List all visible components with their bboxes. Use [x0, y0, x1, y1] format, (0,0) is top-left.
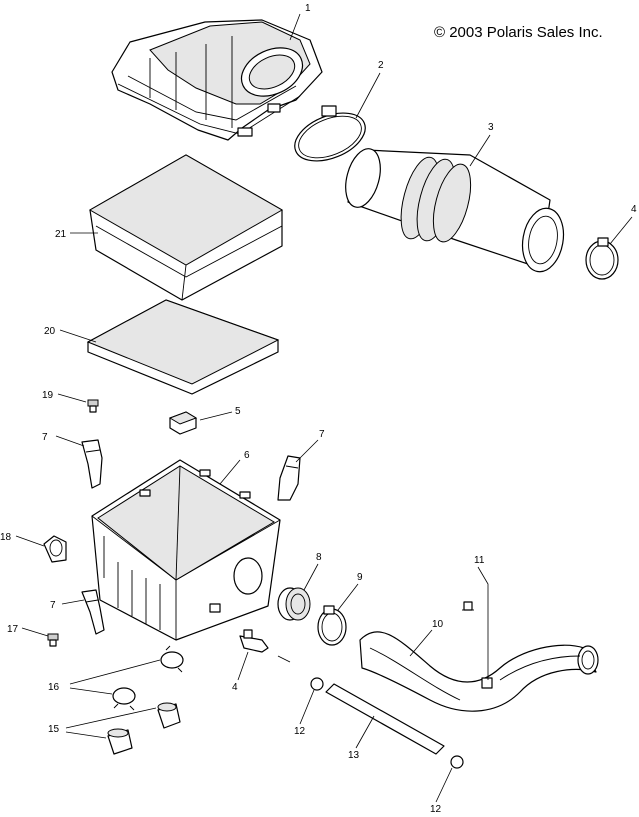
- part-4-drain-fitting: [239, 629, 291, 663]
- leader-6: [219, 459, 241, 485]
- callout-12a: 12: [294, 726, 306, 737]
- callout-13: 13: [348, 750, 360, 761]
- leader-1: [289, 13, 301, 41]
- callout-19: 19: [42, 390, 54, 401]
- part-6-airbox-housing: [91, 459, 281, 641]
- leader-16: [69, 659, 161, 695]
- part-17-screw: [47, 633, 59, 647]
- part-12-clamp-lower: [450, 755, 464, 769]
- leader-12b: [435, 767, 453, 803]
- callout-2: 2: [378, 60, 384, 71]
- part-7-clip-upper-left: [81, 439, 103, 489]
- callout-20: 20: [44, 326, 56, 337]
- callout-11: 11: [474, 555, 485, 566]
- part-11-screw: [462, 601, 474, 611]
- callout-4a: 4: [631, 204, 637, 215]
- part-8-grommet: [277, 587, 311, 621]
- callout-7a: 7: [42, 432, 48, 443]
- part-1-airbox-cover: [111, 19, 323, 141]
- leader-18: [15, 535, 45, 547]
- callout-21: 21: [55, 229, 67, 240]
- leader-7b: [295, 439, 319, 463]
- callout-7b: 7: [319, 429, 325, 440]
- leader-12a: [299, 689, 315, 725]
- part-7-clip-lower: [81, 589, 105, 635]
- part-10-intake-tube: [359, 631, 599, 712]
- part-2-clamp: [294, 105, 366, 162]
- leader-7a: [55, 435, 85, 447]
- callout-16: 16: [48, 682, 60, 693]
- callout-3: 3: [488, 122, 494, 133]
- part-21-air-filter: [88, 154, 284, 301]
- leader-8: [303, 563, 319, 591]
- leader-11: [477, 566, 489, 680]
- part-18-clip: [43, 535, 67, 563]
- part-7-clip-upper-right: [277, 455, 301, 501]
- callout-17: 17: [7, 624, 19, 635]
- leader-7c: [61, 599, 85, 605]
- part-3-intake-boot: [345, 148, 565, 273]
- leader-10: [409, 629, 433, 657]
- leader-4b: [237, 651, 249, 681]
- callout-12b: 12: [430, 804, 442, 812]
- part-19-screw: [87, 399, 99, 413]
- part-15-cap-upper: [157, 702, 181, 729]
- leader-9: [337, 583, 359, 611]
- leader-13: [355, 715, 375, 749]
- callout-8: 8: [316, 552, 322, 563]
- leader-3: [469, 134, 491, 167]
- callout-1: 1: [305, 3, 311, 14]
- leader-20: [59, 329, 97, 343]
- leader-2: [355, 72, 381, 119]
- leader-19: [57, 393, 87, 403]
- part-9-clamp: [317, 605, 347, 646]
- callout-7c: 7: [50, 600, 56, 611]
- callout-5a: 5: [235, 406, 241, 417]
- callout-10: 10: [432, 619, 444, 630]
- callout-18: 18: [0, 532, 12, 543]
- part-13-drain-hose: [325, 683, 445, 755]
- part-12-clamp-upper: [310, 677, 324, 691]
- leader-15: [65, 707, 157, 739]
- leader-17: [21, 627, 49, 637]
- part-20-pre-filter: [86, 299, 280, 395]
- callout-4b: 4: [232, 682, 238, 693]
- callout-9: 9: [357, 572, 363, 583]
- callout-6: 6: [244, 450, 250, 461]
- part-16-ring-upper: [160, 645, 184, 673]
- callout-15: 15: [48, 724, 60, 735]
- copyright-text: © 2003 Polaris Sales Inc.: [434, 24, 603, 41]
- leader-4a: [609, 216, 633, 245]
- part-4-clamp-right: [585, 237, 619, 280]
- part-16-ring-lower: [112, 687, 136, 711]
- part-15-cap-lower: [107, 728, 133, 755]
- leader-5a: [199, 411, 233, 421]
- part-5-foam-block: [168, 411, 198, 435]
